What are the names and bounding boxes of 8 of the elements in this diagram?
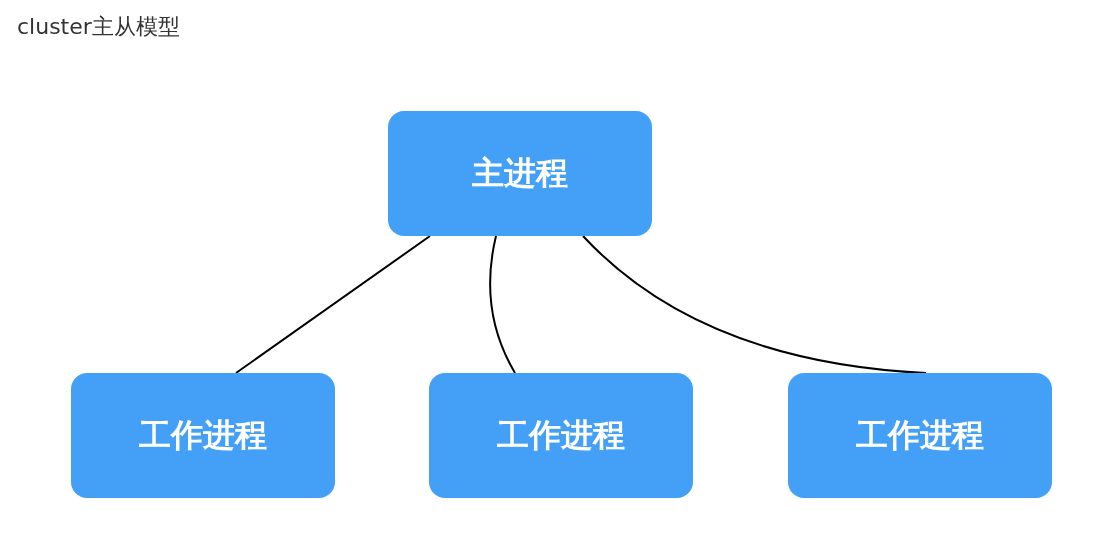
- connector-line: [582, 235, 927, 374]
- process-box: 主进程: [388, 111, 652, 236]
- process-box: 工作进程: [788, 373, 1052, 498]
- connector-line: [489, 235, 516, 374]
- process-box: 工作进程: [429, 373, 693, 498]
- title: cluster主从模型: [17, 13, 180, 41]
- connector-line: [235, 235, 431, 374]
- process-box: 工作进程: [71, 373, 335, 498]
